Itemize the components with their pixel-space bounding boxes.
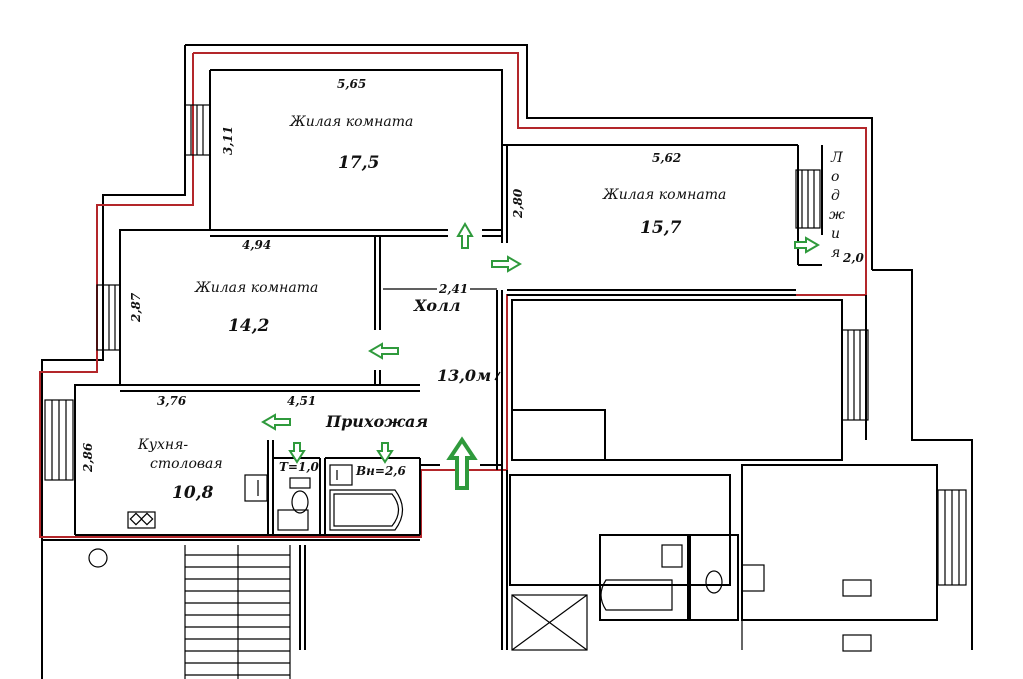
living-top-name: Жилая комната [289, 114, 413, 130]
kitchen-name-line2: столовая [150, 456, 223, 472]
kitchen-name-line1: Кухня- [137, 437, 188, 453]
wc-label: Т=1,0 [279, 460, 320, 474]
bath-sink-icon [329, 464, 353, 486]
living-right-area: 15,7 [640, 218, 682, 238]
hall-width: 2,41 [438, 282, 468, 296]
kitchen-width: 3,76 [157, 394, 187, 408]
living-left-width: 4,94 [242, 238, 271, 252]
kitchen-stove-icon [127, 511, 156, 529]
kitchen-area: 10,8 [172, 483, 214, 503]
total-area: 13,0м [437, 366, 491, 385]
living-left-depth: 2,87 [129, 292, 143, 323]
loggia-letter-5: и [831, 226, 840, 242]
loggia-letter-3: д [831, 188, 840, 204]
living-right-name: Жилая комната [602, 187, 726, 203]
arrow-down-bath-icon [376, 442, 394, 464]
windows [44, 104, 821, 481]
loggia-area: 2,0 [842, 251, 865, 265]
arrow-up-icon [456, 222, 474, 249]
bathtub-icon [329, 489, 404, 531]
toilet-icon [289, 477, 311, 514]
living-top-area: 17,5 [338, 153, 379, 173]
loggia-letter-4: ж [829, 207, 845, 223]
bath-label: Вн=2,6 [355, 464, 406, 478]
living-left-area: 14,2 [228, 316, 270, 336]
arrow-right-icon [491, 255, 522, 273]
hallway-name: Прихожая [325, 412, 428, 431]
loggia-letter-1: Л [830, 150, 843, 166]
staircase [184, 545, 306, 679]
living-top-width: 5,65 [337, 77, 366, 91]
wc-sink-icon [277, 509, 309, 531]
column-icon [88, 548, 108, 568]
arrow-down-wc-icon [288, 442, 306, 464]
arrow-left-icon [368, 342, 399, 360]
hallway-width: 4,51 [287, 394, 316, 408]
living-top-depth: 3,11 [221, 126, 235, 155]
living-right-depth: 2,80 [511, 188, 525, 219]
kitchen-sink-icon [244, 474, 268, 502]
interior-walls [120, 145, 823, 535]
total-area-tick [494, 371, 501, 381]
loggia-letter-2: о [831, 169, 839, 185]
living-left-name: Жилая комната [194, 280, 318, 296]
loggia-letter-6: я [831, 245, 840, 261]
outer-walls [41, 44, 873, 679]
living-right-width: 5,62 [652, 151, 681, 165]
entrance-arrow-icon [446, 436, 478, 490]
kitchen-depth: 2,86 [81, 442, 95, 473]
arrow-left-kitchen-icon [261, 413, 291, 431]
hall-name: Холл [413, 296, 461, 315]
arrow-right-loggia-icon [794, 236, 820, 254]
neighbour-apartment [501, 269, 973, 652]
